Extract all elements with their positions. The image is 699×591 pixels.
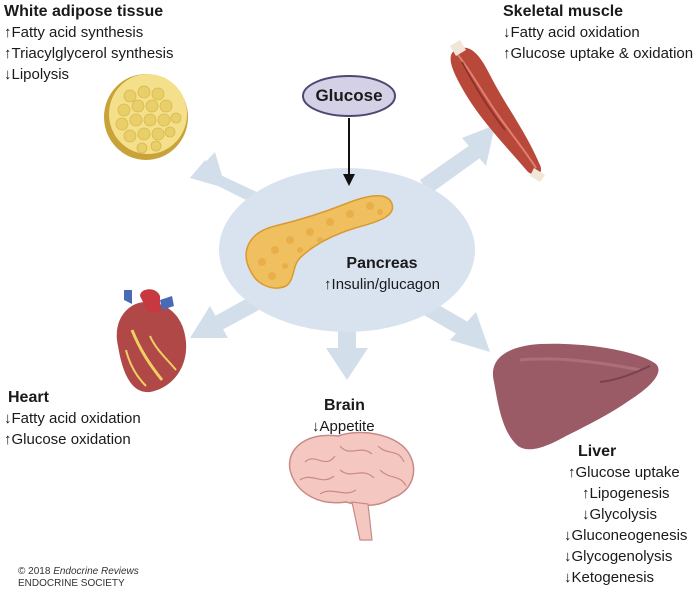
liver-illustration — [492, 343, 659, 450]
glucose-arrow — [343, 118, 355, 186]
pancreas-title: Pancreas — [346, 255, 418, 272]
liver-text-block: Liver ↑Glucose uptake ↑Lipogenesis ↓Glyc… — [564, 442, 687, 588]
pancreas-oval — [219, 168, 475, 332]
liver-line: ↓Glycogenolysis — [564, 548, 673, 565]
muscle-illustration — [450, 40, 545, 182]
brain-text-block: Brain ↓Appetite — [312, 396, 375, 437]
pancreas-text-block: Pancreas ↑Insulin/glucagon — [312, 254, 452, 295]
liver-line: ↑Glucose uptake — [568, 464, 680, 481]
muscle-title: Skeletal muscle — [503, 3, 624, 20]
liver-line: ↓Glycolysis — [582, 506, 658, 523]
copyright-prefix: © 2018 — [18, 566, 51, 577]
liver-line: ↓Gluconeogenesis — [564, 527, 688, 544]
liver-line: ↓Ketogenesis — [564, 569, 655, 586]
adipose-text-block: White adipose tissue ↑Fatty acid synthes… — [4, 2, 174, 85]
glucose-oval — [302, 75, 396, 117]
adipose-line: ↑Fatty acid synthesis — [4, 24, 144, 41]
arrow-to-muscle — [420, 125, 495, 194]
copyright-society: ENDOCRINE SOCIETY — [18, 578, 125, 589]
muscle-line: ↑Glucose uptake & oxidation — [503, 45, 694, 62]
adipose-line: ↓Lipolysis — [4, 66, 70, 83]
liver-line: ↑Lipogenesis — [582, 485, 670, 502]
pancreas-line: ↑Insulin/glucagon — [324, 276, 440, 293]
liver-title: Liver — [578, 443, 617, 460]
copyright-line: © 2018 Endocrine Reviews — [18, 566, 139, 578]
arrow-to-adipose — [190, 152, 265, 208]
muscle-text-block: Skeletal muscle ↓Fatty acid oxidation ↑G… — [503, 2, 693, 64]
glucose-label: Glucose — [315, 86, 383, 105]
brain-illustration — [288, 431, 415, 541]
heart-text-block: Heart ↓Fatty acid oxidation ↑Glucose oxi… — [4, 388, 141, 450]
brain-title: Brain — [324, 397, 365, 414]
heart-title: Heart — [8, 389, 49, 406]
copyright-journal: Endocrine Reviews — [53, 566, 139, 577]
heart-line: ↑Glucose oxidation — [4, 431, 131, 448]
heart-line: ↓Fatty acid oxidation — [4, 410, 141, 427]
adipose-line: ↑Triacylglycerol synthesis — [4, 45, 174, 62]
adipose-title: White adipose tissue — [4, 3, 164, 20]
copyright-block: © 2018 Endocrine Reviews ENDOCRINE SOCIE… — [18, 566, 139, 590]
heart-illustration — [116, 289, 187, 393]
pancreas-illustration — [245, 195, 394, 289]
muscle-line: ↓Fatty acid oxidation — [503, 24, 640, 41]
brain-line: ↓Appetite — [312, 418, 375, 435]
adipose-illustration — [104, 74, 188, 160]
